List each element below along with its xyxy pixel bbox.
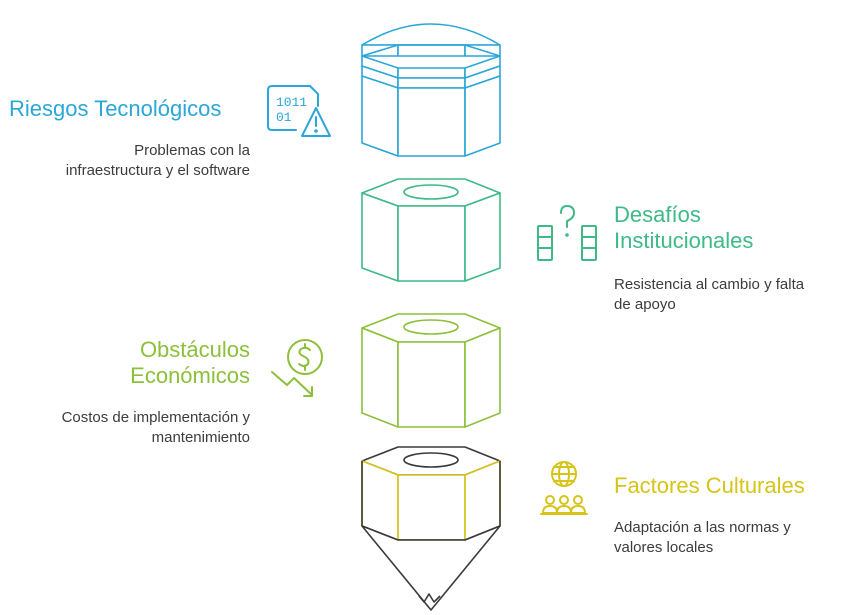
econ-title: Obstáculos Económicos	[130, 337, 250, 389]
cult-desc-line2: valores locales	[614, 539, 714, 556]
segment-econ	[361, 313, 501, 428]
cult-description: Adaptación a las normas y valores locale…	[614, 518, 791, 558]
svg-text:01: 01	[276, 110, 292, 125]
binary-warning-icon: 1011 01	[267, 85, 331, 137]
econ-description: Costos de implementación y mantenimiento	[62, 408, 250, 448]
svg-text:1011: 1011	[276, 95, 307, 110]
tech-description: Problemas con la infraestructura y el so…	[66, 141, 250, 181]
inst-title-line1: Desafíos	[614, 202, 701, 227]
segment-tech	[361, 23, 501, 157]
inst-title-line2: Institucionales	[614, 228, 754, 253]
segment-inst	[361, 178, 501, 282]
tech-desc-line1: Problemas con la	[134, 142, 250, 159]
cult-desc-line1: Adaptación a las normas y	[614, 519, 791, 536]
tech-title: Riesgos Tecnológicos	[9, 96, 222, 121]
question-doors-icon	[537, 205, 597, 261]
econ-title-line2: Económicos	[130, 363, 250, 388]
inst-title: Desafíos Institucionales	[614, 202, 753, 254]
segment-cult	[361, 446, 501, 541]
inst-desc-line1: Resistencia al cambio y falta	[614, 276, 805, 293]
inst-desc-line2: de apoyo	[614, 296, 676, 313]
globe-people-icon	[540, 461, 588, 515]
econ-desc-line1: Costos de implementación y	[61, 409, 250, 426]
pencil-tip	[361, 525, 501, 611]
inst-description: Resistencia al cambio y falta de apoyo	[614, 275, 804, 315]
econ-desc-line2: mantenimiento	[151, 429, 250, 446]
cult-title: Factores Culturales	[614, 473, 805, 498]
tech-desc-line2: infraestructura y el software	[65, 162, 250, 179]
dollar-decline-icon	[271, 339, 323, 397]
econ-title-line1: Obstáculos	[139, 337, 250, 362]
